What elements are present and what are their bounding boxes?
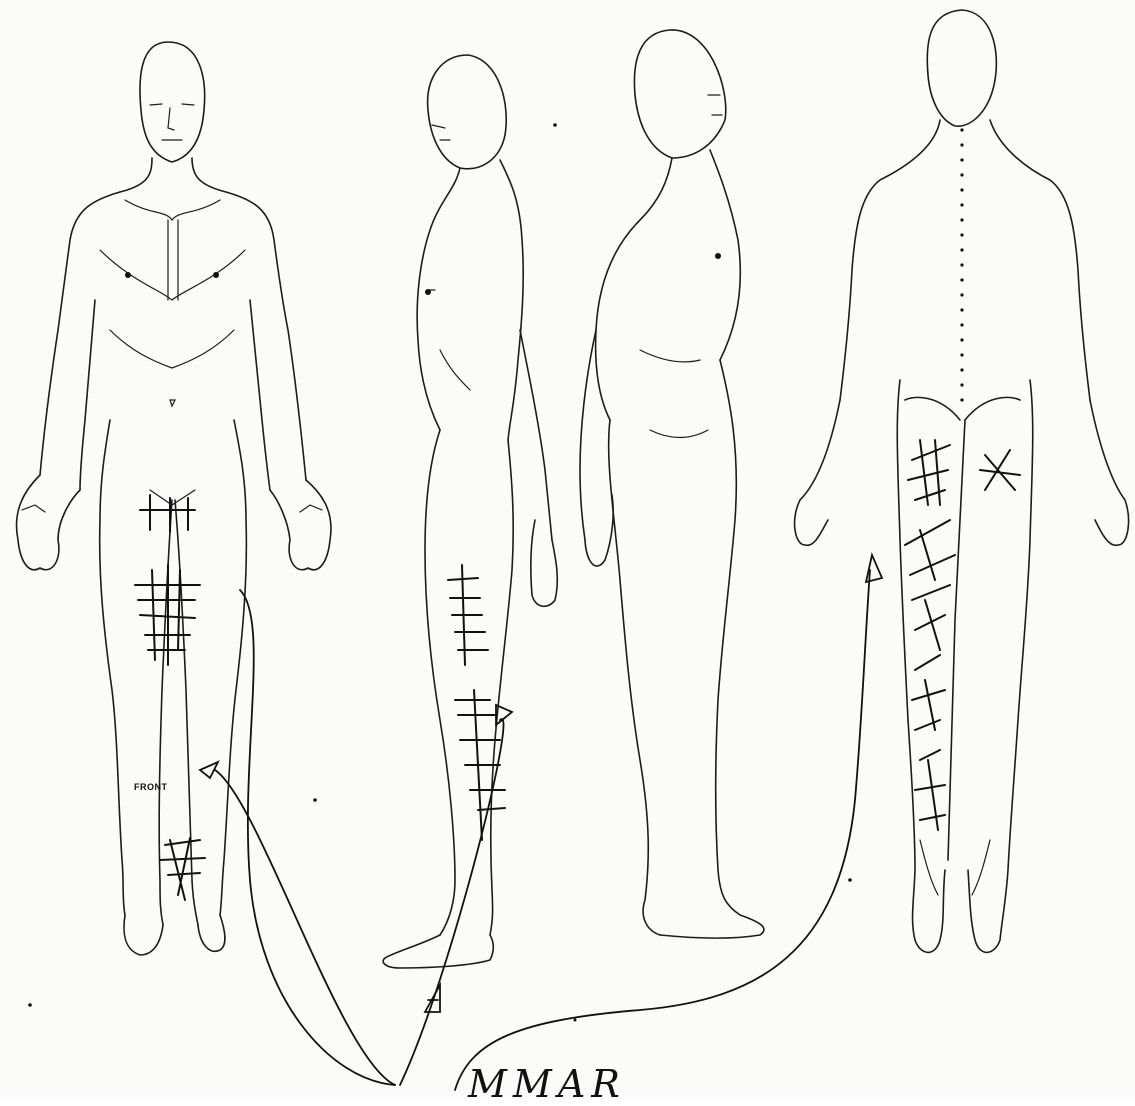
arrow-to-back-thigh xyxy=(455,570,870,1090)
front-markings xyxy=(135,495,218,900)
front-view-figure xyxy=(17,42,331,955)
connecting-arrows xyxy=(215,570,870,1090)
handwritten-annotation: MMAR xyxy=(468,1062,626,1106)
left-side-markings xyxy=(425,565,512,1012)
back-view-figure xyxy=(795,10,1129,952)
front-view-label: FRONT xyxy=(134,782,168,792)
arrow-to-front-thigh xyxy=(240,590,395,1085)
back-view-markings xyxy=(866,128,1020,830)
right-side-view-figure xyxy=(580,30,764,938)
left-side-view-figure xyxy=(383,55,557,968)
arrow-to-front-foot xyxy=(215,770,395,1085)
spine-dotted-line xyxy=(960,128,963,401)
arrow-to-side-calf xyxy=(400,719,504,1085)
